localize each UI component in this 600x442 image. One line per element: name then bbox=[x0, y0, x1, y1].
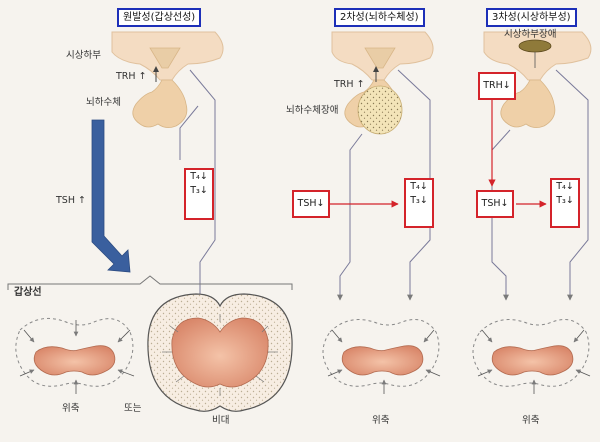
primary-thyroid-pressure-arrows bbox=[19, 320, 135, 394]
tertiary-trh-label: TRH↓ bbox=[483, 80, 511, 91]
primary-big-arrow bbox=[91, 119, 131, 273]
tertiary-hypothalamus-lesion bbox=[518, 39, 552, 53]
secondary-stalk bbox=[364, 47, 396, 69]
primary-feedback-down bbox=[179, 105, 199, 160]
pituitary-disorder-label: 뇌하수체장애 bbox=[286, 105, 339, 116]
primary-thyroid-hypertrophy-core bbox=[171, 317, 269, 388]
tertiary-t3-label: T₃↓ bbox=[556, 195, 574, 207]
primary-stalk bbox=[149, 47, 181, 69]
thyroid-bracket bbox=[7, 275, 293, 290]
primary-pituitary bbox=[132, 79, 188, 128]
secondary-thyroid-pressure-arrows bbox=[327, 329, 441, 394]
lesion-stipple bbox=[358, 86, 402, 134]
tertiary-hormone-box: T₄↓ T₃↓ bbox=[550, 178, 580, 228]
primary-trh-arrowhead bbox=[153, 66, 159, 72]
tertiary-tsh-box: TSH↓ bbox=[476, 190, 514, 218]
tertiary-t4-label: T₄↓ bbox=[556, 181, 574, 192]
hypertrophy-radial-marks bbox=[162, 314, 278, 396]
tertiary-hypothalamus-shape bbox=[483, 31, 592, 81]
primary-hormone-box: T₄↓ T₃↓ bbox=[184, 168, 214, 220]
primary-thyroid-outline bbox=[15, 317, 134, 387]
primary-t4-label: T₄↓ bbox=[190, 171, 208, 182]
tertiary-descending-line bbox=[491, 129, 511, 301]
thyroid-label: 갑상선 bbox=[14, 287, 42, 298]
primary-column bbox=[7, 31, 293, 412]
secondary-descending-line bbox=[337, 133, 363, 301]
hypothalamus-disorder-label: 시상하부장애 bbox=[504, 29, 557, 40]
secondary-tsh-box: TSH↓ bbox=[292, 190, 330, 218]
tertiary-tsh-label: TSH↓ bbox=[481, 198, 509, 209]
tertiary-thyroid-atrophy bbox=[491, 345, 574, 376]
tertiary-pituitary bbox=[500, 79, 556, 128]
tertiary-feedback-line bbox=[555, 69, 589, 301]
secondary-column bbox=[322, 31, 441, 394]
trh-up-label: TRH ↑ bbox=[116, 71, 147, 82]
primary-atrophy-label: 위축 bbox=[62, 403, 80, 414]
secondary-t3-label: T₃↓ bbox=[410, 195, 428, 207]
or-label: 또는 bbox=[124, 403, 142, 414]
hypothalamus-label: 시상하부 bbox=[66, 50, 101, 61]
secondary-feedback-line bbox=[397, 69, 431, 301]
secondary-atrophy-label: 위축 bbox=[372, 415, 390, 426]
tsh-up-label: TSH ↑ bbox=[56, 195, 86, 206]
primary-thyroid-atrophy bbox=[33, 345, 116, 376]
tertiary-atrophy-label: 위축 bbox=[522, 415, 540, 426]
pituitary-label: 뇌하수체 bbox=[86, 97, 121, 108]
secondary-trh-up-label: TRH ↑ bbox=[334, 79, 365, 90]
secondary-thyroid-atrophy bbox=[341, 345, 424, 376]
primary-title: 원발성(갑상선성) bbox=[117, 8, 202, 27]
tertiary-title: 3차성(시상하부성) bbox=[486, 8, 577, 27]
tertiary-thyroid-pressure-arrows bbox=[477, 329, 591, 394]
hypertrophy-label: 비대 bbox=[212, 415, 230, 426]
secondary-tsh-label: TSH↓ bbox=[297, 198, 325, 209]
secondary-hormone-box: T₄↓ T₃↓ bbox=[404, 178, 434, 228]
tertiary-trh-box: TRH↓ bbox=[478, 72, 516, 100]
secondary-trh-arrowhead bbox=[373, 66, 379, 72]
secondary-t4-label: T₄↓ bbox=[410, 181, 428, 192]
secondary-title: 2차성(뇌하수체성) bbox=[334, 8, 425, 27]
tertiary-column bbox=[472, 31, 592, 394]
primary-t3-label: T₃↓ bbox=[190, 185, 208, 197]
